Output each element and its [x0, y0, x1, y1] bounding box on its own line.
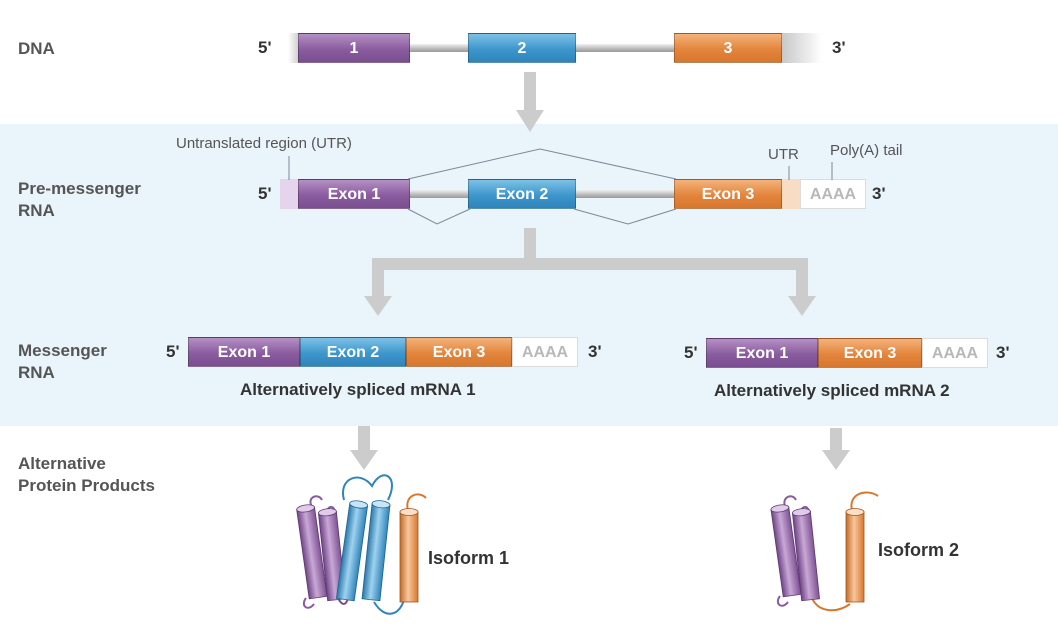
- mrna-2-caption: Alternatively spliced mRNA 2: [714, 381, 950, 400]
- row-label-pre-mrna: Pre-messenger RNA: [18, 179, 141, 220]
- dna-right-flank: [782, 33, 822, 63]
- translation-arrow-2: [822, 428, 850, 470]
- mrna-1-five-prime: 5': [166, 342, 180, 361]
- mrna-1-caption: Alternatively spliced mRNA 1: [240, 380, 476, 399]
- mrna-2-exon-3: Exon 3: [818, 338, 922, 368]
- utr-annotation: Untranslated region (UTR): [176, 135, 352, 152]
- utr-short-annotation: UTR: [768, 146, 799, 163]
- mrna-1-three-prime: 3': [588, 342, 602, 361]
- mrna-1-polya-tail: AAAA: [512, 337, 578, 367]
- mrna-2-five-prime: 5': [684, 343, 698, 362]
- row-label-proteins: Alternative Protein Products: [18, 454, 155, 495]
- translation-arrow-1: [350, 426, 378, 470]
- dna-exon-1: 1: [298, 33, 410, 63]
- dna-intron-2: [574, 44, 676, 52]
- isoform-2-protein: [770, 491, 879, 612]
- pre-mrna-exon-1: Exon 1: [298, 179, 410, 209]
- pre-mrna-three-prime: 3': [872, 184, 886, 203]
- row-label-mrna: Messenger RNA: [18, 341, 107, 382]
- isoform-2-label: Isoform 2: [878, 540, 960, 560]
- transcription-arrow: [516, 72, 544, 132]
- splice-lines-lower: [407, 208, 677, 225]
- pre-mrna-intron-1: [408, 190, 470, 198]
- rna-background-band: [0, 124, 1058, 426]
- dna-exon-2: 2: [468, 33, 576, 63]
- dna-five-prime: 5': [258, 38, 272, 57]
- pre-mrna-exon-2: Exon 2: [468, 179, 576, 209]
- dna-intron-1: [408, 44, 470, 52]
- mrna-1-exon-2: Exon 2: [300, 337, 406, 367]
- pre-mrna-intron-2: [574, 190, 676, 198]
- mrna-2-polya-tail: AAAA: [922, 338, 988, 368]
- isoform-1-protein: [296, 474, 427, 615]
- mrna-1-exon-1: Exon 1: [188, 337, 300, 367]
- splice-lines-upper: [288, 148, 833, 180]
- dna-three-prime: 3': [832, 38, 846, 57]
- mrna-2-exon-1: Exon 1: [706, 338, 818, 368]
- pre-mrna-exon-3: Exon 3: [674, 179, 782, 209]
- pre-mrna-polya-tail: AAAA: [800, 179, 866, 209]
- splicing-branch-arrow: [364, 228, 816, 316]
- pre-mrna-five-prime: 5': [258, 184, 272, 203]
- mrna-2-three-prime: 3': [996, 343, 1010, 362]
- pre-mrna-5-utr: [280, 179, 300, 209]
- polya-annotation: Poly(A) tail: [830, 142, 903, 159]
- row-label-dna: DNA: [18, 39, 55, 58]
- isoform-1-label: Isoform 1: [428, 548, 510, 568]
- mrna-1-exon-3: Exon 3: [406, 337, 512, 367]
- dna-left-flank: [288, 33, 300, 63]
- dna-exon-3: 3: [674, 33, 782, 63]
- pre-mrna-3-utr: [782, 179, 800, 209]
